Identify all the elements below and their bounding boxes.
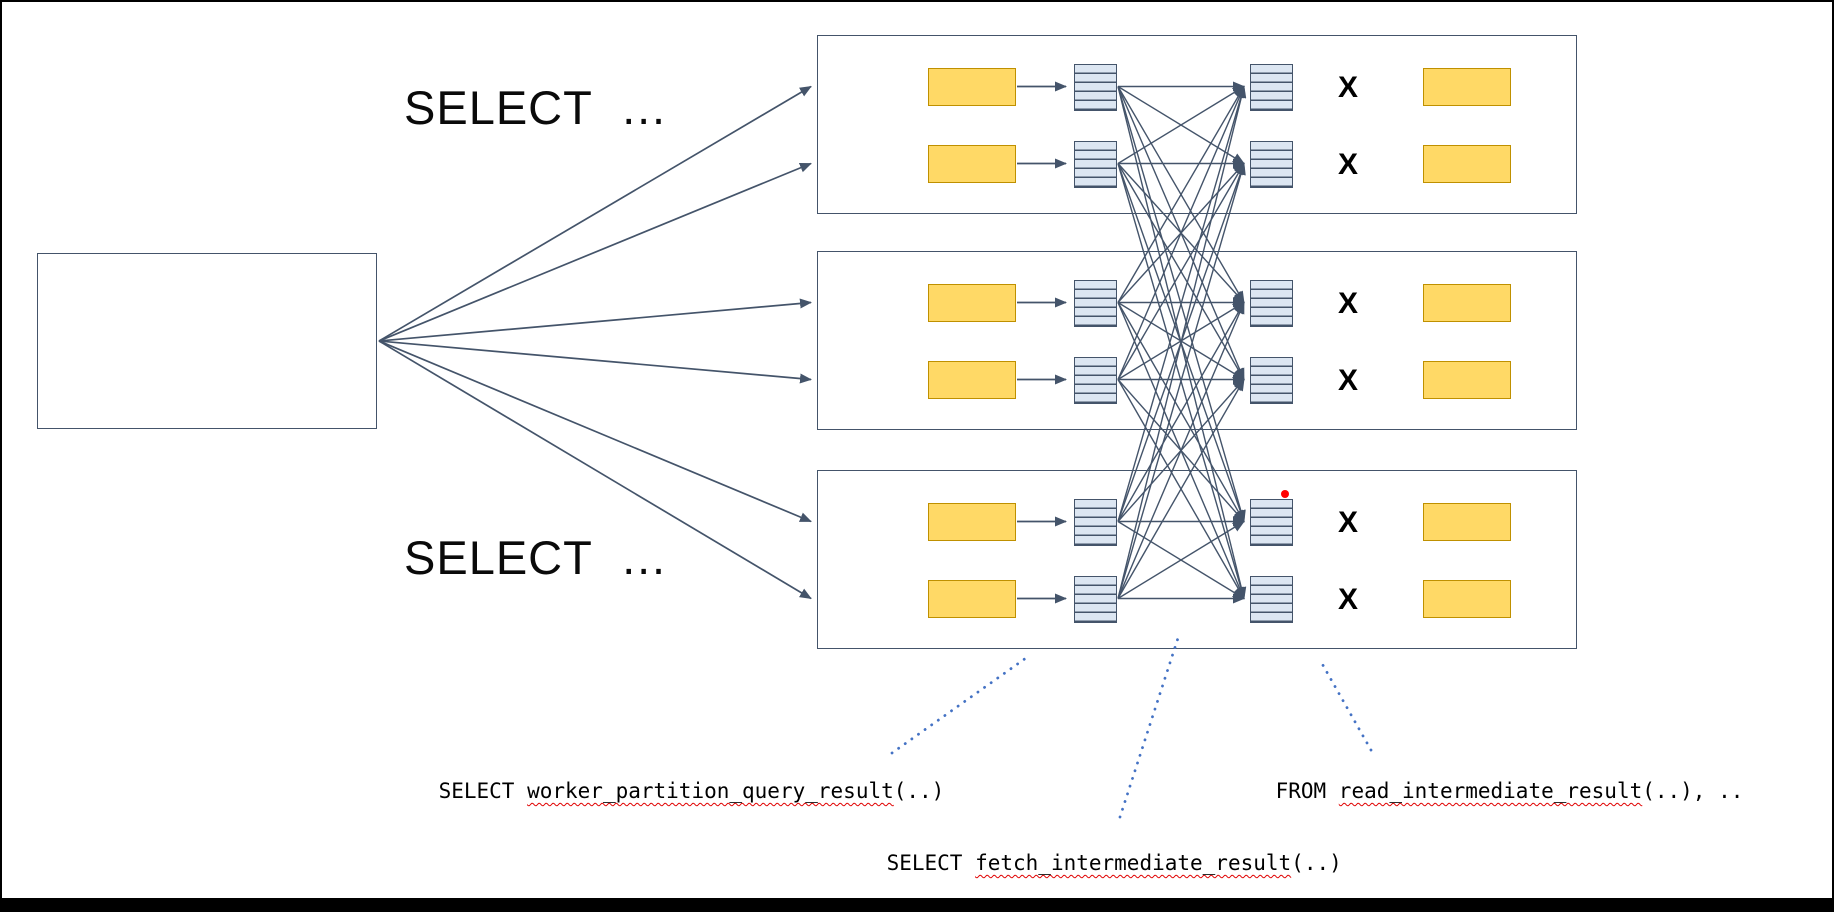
source-table-icon [928, 68, 1016, 106]
worker-row: X [818, 280, 1576, 327]
sql-keyword: FROM [1275, 779, 1339, 803]
partition-files-icon [1074, 280, 1117, 327]
worker-box-3: X X [817, 470, 1577, 649]
annotation-worker-partition-query-result: SELECT worker_partition_query_result(..) [388, 755, 945, 827]
leader-line-partition [890, 656, 1028, 755]
annotation-read-intermediate-result: FROM read_intermediate_result(..), .. [1225, 755, 1744, 827]
coordinator-fanout-arrow [378, 340, 812, 384]
result-table-icon [1423, 503, 1511, 541]
worker-row: X [818, 141, 1576, 188]
leader-line-fetch [1118, 633, 1181, 819]
source-table-icon [928, 580, 1016, 618]
source-table-icon [928, 145, 1016, 183]
x-marker: X [1337, 506, 1358, 539]
coordinator-fanout-arrow [378, 340, 812, 523]
source-table-icon [928, 503, 1016, 541]
worker-box-1: X X [817, 35, 1577, 214]
worker-row: X [818, 499, 1576, 546]
result-table-icon [1423, 68, 1511, 106]
sql-args: (..), .. [1642, 779, 1744, 803]
sql-function-name: read_intermediate_result [1338, 779, 1643, 803]
merged-files-icon [1250, 141, 1293, 188]
result-table-icon [1423, 580, 1511, 618]
merged-files-icon [1250, 280, 1293, 327]
bottom-bar [2, 898, 1832, 912]
sql-args: (..) [893, 779, 945, 803]
query-label-bottom: SELECT … [404, 531, 669, 584]
x-marker: X [1337, 583, 1358, 616]
sql-keyword: SELECT [438, 779, 528, 803]
x-marker: X [1337, 71, 1358, 104]
partition-files-icon [1074, 576, 1117, 623]
partition-files-icon [1074, 64, 1117, 111]
sql-function-name: fetch_intermediate_result [975, 851, 1292, 875]
merged-files-icon [1250, 576, 1293, 623]
x-marker: X [1337, 148, 1358, 181]
result-table-icon [1423, 361, 1511, 399]
partition-files-icon [1074, 357, 1117, 404]
result-table-icon [1423, 284, 1511, 322]
sql-function-name: worker_partition_query_result [527, 779, 894, 803]
source-table-icon [928, 284, 1016, 322]
merged-files-icon [1250, 64, 1293, 111]
leader-line-read [1318, 658, 1373, 752]
coordinator-fanout-arrow [378, 298, 812, 342]
worker-row: X [818, 576, 1576, 623]
x-marker: X [1337, 287, 1358, 320]
coordinator-fanout-arrow [378, 162, 812, 342]
query-label-top: SELECT … [404, 81, 669, 134]
result-table-icon [1423, 145, 1511, 183]
worker-box-2: X X [817, 251, 1577, 430]
partition-files-icon [1074, 141, 1117, 188]
merged-files-icon [1250, 357, 1293, 404]
worker-row: X [818, 64, 1576, 111]
annotation-fetch-intermediate-result: SELECT fetch_intermediate_result(..) [836, 827, 1342, 899]
x-marker: X [1337, 364, 1358, 397]
source-table-icon [928, 361, 1016, 399]
merged-files-icon [1250, 499, 1293, 546]
worker-row: X [818, 357, 1576, 404]
partition-files-icon [1074, 499, 1117, 546]
sql-keyword: SELECT [886, 851, 976, 875]
sql-args: (..) [1291, 851, 1342, 875]
coordinator-box [37, 253, 377, 429]
